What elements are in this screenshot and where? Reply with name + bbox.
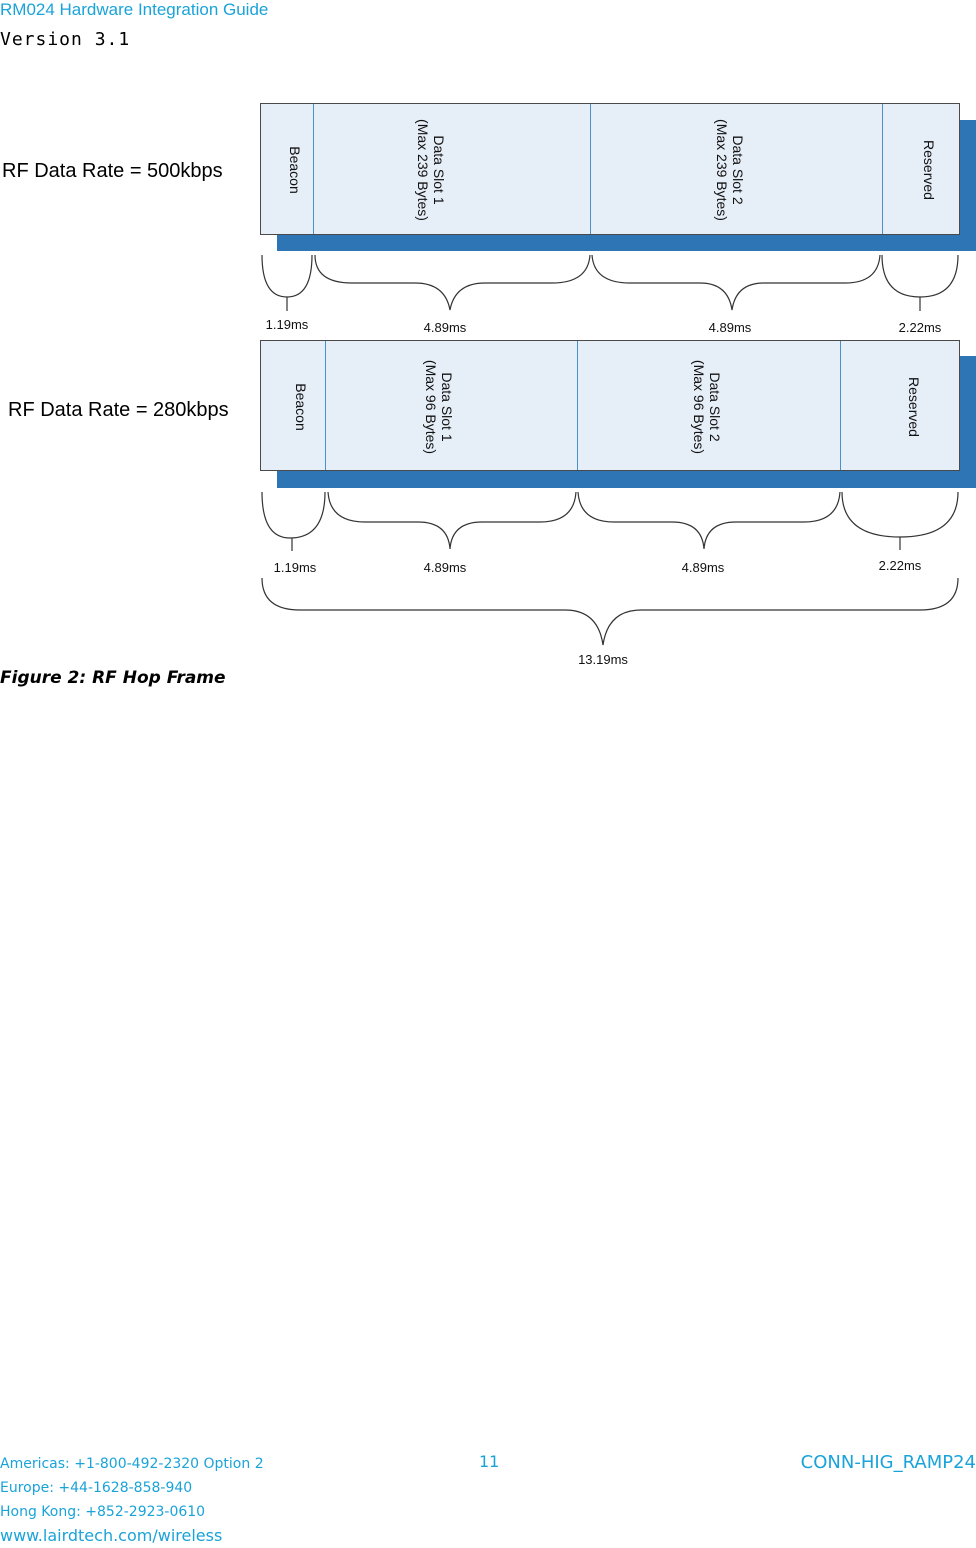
frame1-box: Beacon Data Slot 1 (Max 239 Bytes) Data …: [260, 103, 960, 235]
rate-label-500kbps: RF Data Rate = 500kbps: [2, 160, 223, 182]
brace: [881, 254, 959, 311]
footer-contacts: Americas: +1-800-492-2320 Option 2 Europ…: [0, 1452, 264, 1548]
frame1-duration-data1: 4.89ms: [423, 320, 467, 335]
frame1-divider: [313, 104, 314, 234]
brace: [261, 254, 313, 311]
document-title: RM024 Hardware Integration Guide: [0, 0, 269, 19]
brace-total: [261, 577, 959, 646]
frame1-duration-reserved: 2.22ms: [898, 320, 942, 335]
frame1-duration-data2: 4.89ms: [708, 320, 752, 335]
figure-caption: Figure 2: RF Hop Frame: [0, 668, 226, 688]
frame1-divider: [590, 104, 591, 234]
frame2-duration-data2: 4.89ms: [681, 560, 725, 575]
brace: [261, 491, 326, 551]
brace: [591, 254, 881, 311]
rate-label-280kbps: RF Data Rate = 280kbps: [8, 399, 229, 421]
total-duration: 13.19ms: [578, 652, 628, 667]
brace: [314, 254, 591, 311]
document-version: Version 3.1: [0, 29, 131, 50]
brace: [327, 491, 577, 550]
brace: [577, 491, 841, 550]
document-id: CONN-HIG_RAMP24: [800, 1452, 976, 1473]
frame2-divider: [840, 341, 841, 470]
page-number: 11: [479, 1452, 500, 1471]
frame1-divider: [882, 104, 883, 234]
frame2-duration-beacon: 1.19ms: [273, 560, 317, 575]
duration-braces: [261, 254, 959, 646]
footer-americas: Americas: +1-800-492-2320 Option 2: [0, 1456, 264, 1472]
footer-hongkong: Hong Kong: +852-2923-0610: [0, 1504, 206, 1520]
frame2-duration-data1: 4.89ms: [423, 560, 467, 575]
footer-website-link[interactable]: www.lairdtech.com/wireless: [0, 1526, 223, 1545]
frame2-divider: [325, 341, 326, 470]
frame2-duration-reserved: 2.22ms: [878, 558, 922, 573]
footer-europe: Europe: +44-1628-858-940: [0, 1480, 193, 1496]
brace: [841, 491, 959, 550]
frame1-duration-beacon: 1.19ms: [265, 317, 309, 332]
frame2-divider: [577, 341, 578, 470]
frame2-box: Beacon Data Slot 1 (Max 96 Bytes) Data S…: [260, 340, 960, 471]
